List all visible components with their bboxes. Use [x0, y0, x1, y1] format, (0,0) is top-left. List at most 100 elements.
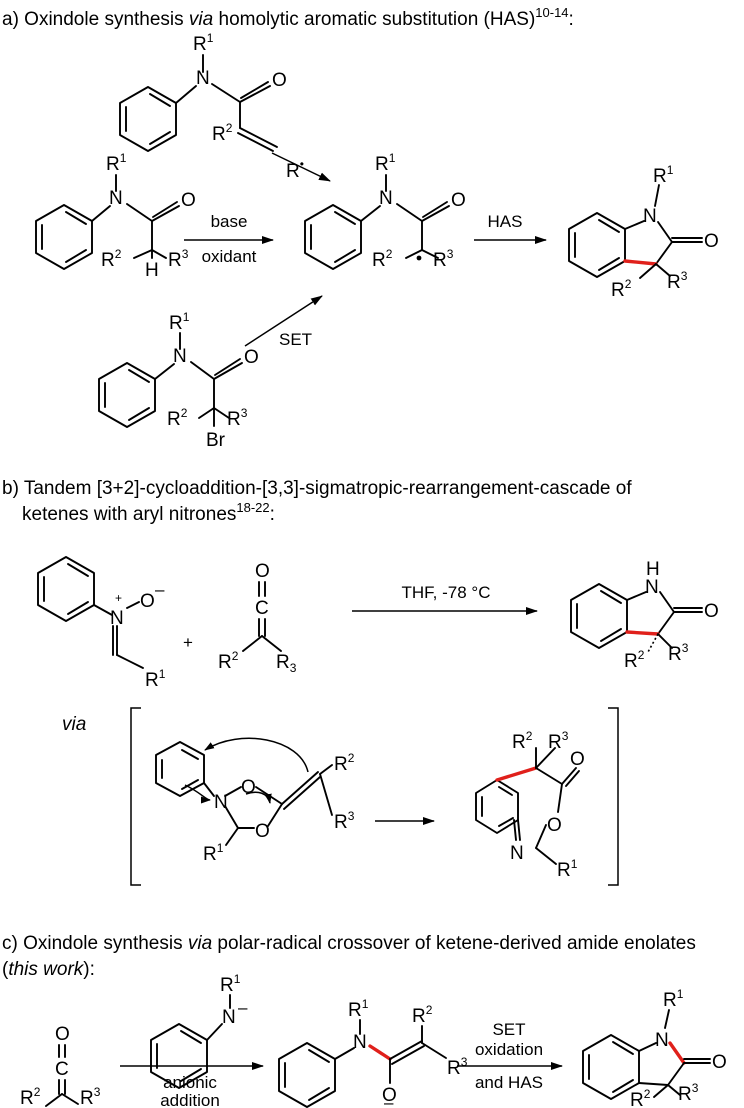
label-R3: R3 — [168, 247, 189, 271]
label-R2: R2 — [372, 247, 393, 271]
atom-O: O — [451, 190, 466, 211]
label-R1: R1 — [557, 857, 578, 881]
alkylamide-structure: N R1 O R2 H R3 — [35, 151, 196, 281]
atom-O: O — [704, 601, 719, 622]
oxazepinone-intermediate: O O N R2 R3 R1 — [475, 729, 585, 881]
label-R3: R3 — [668, 641, 689, 665]
radical-addition-arrow — [271, 152, 331, 182]
curved-arrow-1 — [204, 737, 309, 773]
atom-O: O — [272, 70, 287, 91]
atom-N: N — [110, 608, 124, 629]
atom-N: N — [173, 346, 187, 367]
label-R1: R1 — [653, 163, 674, 187]
right-bracket — [608, 707, 619, 886]
atom-N: N — [109, 188, 123, 209]
oxindole-product-c: N R1 O R2 R3 — [582, 987, 727, 1108]
section-b-heading-line1: b) Tandem [3+2]-cycloaddition-[3,3]-sigm… — [2, 478, 632, 499]
radical-dot — [416, 255, 422, 261]
label-R3: R3 — [447, 1055, 468, 1079]
curved-arrow-2 — [184, 784, 211, 804]
label-R3: R3 — [334, 809, 355, 833]
label-R3: R3 — [678, 1081, 699, 1105]
label-via: via — [62, 714, 86, 735]
charge-minus: – — [155, 580, 165, 599]
label-set: SET — [279, 330, 312, 349]
label-R1: R1 — [145, 667, 166, 691]
charge-minus: – — [238, 998, 248, 1017]
label-has: HAS — [488, 212, 523, 231]
atom-C: C — [55, 1059, 69, 1080]
plus-sign: + — [183, 633, 193, 652]
atom-Br: Br — [206, 430, 226, 451]
oxindole-product-b: N H O R2 R3 — [570, 559, 719, 672]
atom-N: N — [379, 188, 393, 209]
section-c: c) Oxindole synthesis via polar-radical … — [2, 933, 727, 1108]
set-arrow — [244, 295, 323, 347]
isoxazolidine-intermediate: N O O R1 R2 R3 — [155, 737, 355, 865]
label-R2: R2 — [412, 1003, 433, 1027]
label-R2: R2 — [611, 277, 632, 301]
label-addition: addition — [160, 1091, 220, 1108]
ketene-structure: O C R2 R3 — [218, 561, 297, 675]
section-a: a) Oxindole synthesis via homolytic arom… — [2, 5, 719, 451]
section-c-heading-line1: c) Oxindole synthesis via polar-radical … — [2, 933, 696, 954]
label-R1: R1 — [203, 841, 224, 865]
atom-N: N — [214, 792, 228, 813]
section-b: b) Tandem [3+2]-cycloaddition-[3,3]-sigm… — [2, 478, 719, 886]
label-R3: R3 — [80, 1085, 101, 1108]
left-bracket — [130, 707, 141, 886]
section-b-heading-line2: ketenes with aryl nitrones18-22: — [22, 500, 275, 525]
curved-arrow-3 — [245, 791, 272, 804]
label-R2: R2 — [512, 729, 533, 753]
atom-O: O — [244, 347, 259, 368]
label-R2: R2 — [218, 649, 239, 673]
aryl-nitrone-structure: N + O – R1 — [37, 556, 166, 691]
label-conditions: THF, -78 °C — [402, 583, 491, 602]
bromoamide-structure: N R1 O R2 Br R3 — [98, 310, 259, 451]
atom-N: N — [655, 1030, 669, 1051]
label-oxidation: oxidation — [475, 1040, 543, 1059]
amide-enolate-structure: N R1 R2 R3 O – — [278, 997, 468, 1108]
label-base: base — [211, 212, 248, 231]
radical-intermediate-structure: N R1 O R2 R3 — [304, 151, 466, 271]
label-R3: R3 — [667, 269, 688, 293]
anilide-anion-structure: N – R1 — [150, 972, 248, 1089]
atom-O: O — [255, 821, 270, 842]
charge-minus: – — [384, 1093, 394, 1108]
label-R1: R1 — [220, 972, 241, 996]
label-R1: R1 — [169, 310, 190, 334]
atom-O: O — [241, 777, 256, 798]
atom-O: O — [547, 815, 562, 836]
label-R2: R2 — [167, 406, 188, 430]
atom-N: N — [510, 843, 524, 864]
label-R1: R1 — [193, 31, 214, 55]
atom-N: N — [353, 1032, 367, 1053]
label-R2: R2 — [630, 1087, 651, 1108]
atom-O: O — [140, 591, 155, 612]
label-R1: R1 — [348, 997, 369, 1021]
atom-O: O — [712, 1052, 727, 1073]
section-a-heading: a) Oxindole synthesis via homolytic arom… — [2, 5, 574, 30]
label-R3: R3 — [433, 247, 454, 271]
atom-H: H — [646, 559, 660, 580]
atom-O: O — [181, 190, 196, 211]
label-R1: R1 — [663, 987, 684, 1011]
atom-O: O — [255, 561, 270, 582]
label-R-radical: R• — [286, 157, 304, 182]
oxindole-product-a: N R1 O R2 R3 — [568, 163, 719, 301]
atom-N: N — [196, 68, 210, 89]
charge-plus: + — [115, 591, 122, 605]
label-R3: R3 — [227, 406, 248, 430]
atom-O: O — [382, 1085, 397, 1106]
atom-O: O — [704, 231, 719, 252]
label-R3: R3 — [276, 652, 297, 675]
atom-N: N — [643, 206, 657, 227]
label-R2: R2 — [101, 247, 122, 271]
label-R2: R2 — [334, 751, 355, 775]
atom-H: H — [145, 260, 159, 281]
atom-N: N — [645, 577, 659, 598]
label-R1: R1 — [106, 151, 127, 175]
section-c-heading-line2: (this work): — [2, 959, 95, 980]
label-R3: R3 — [548, 729, 569, 753]
